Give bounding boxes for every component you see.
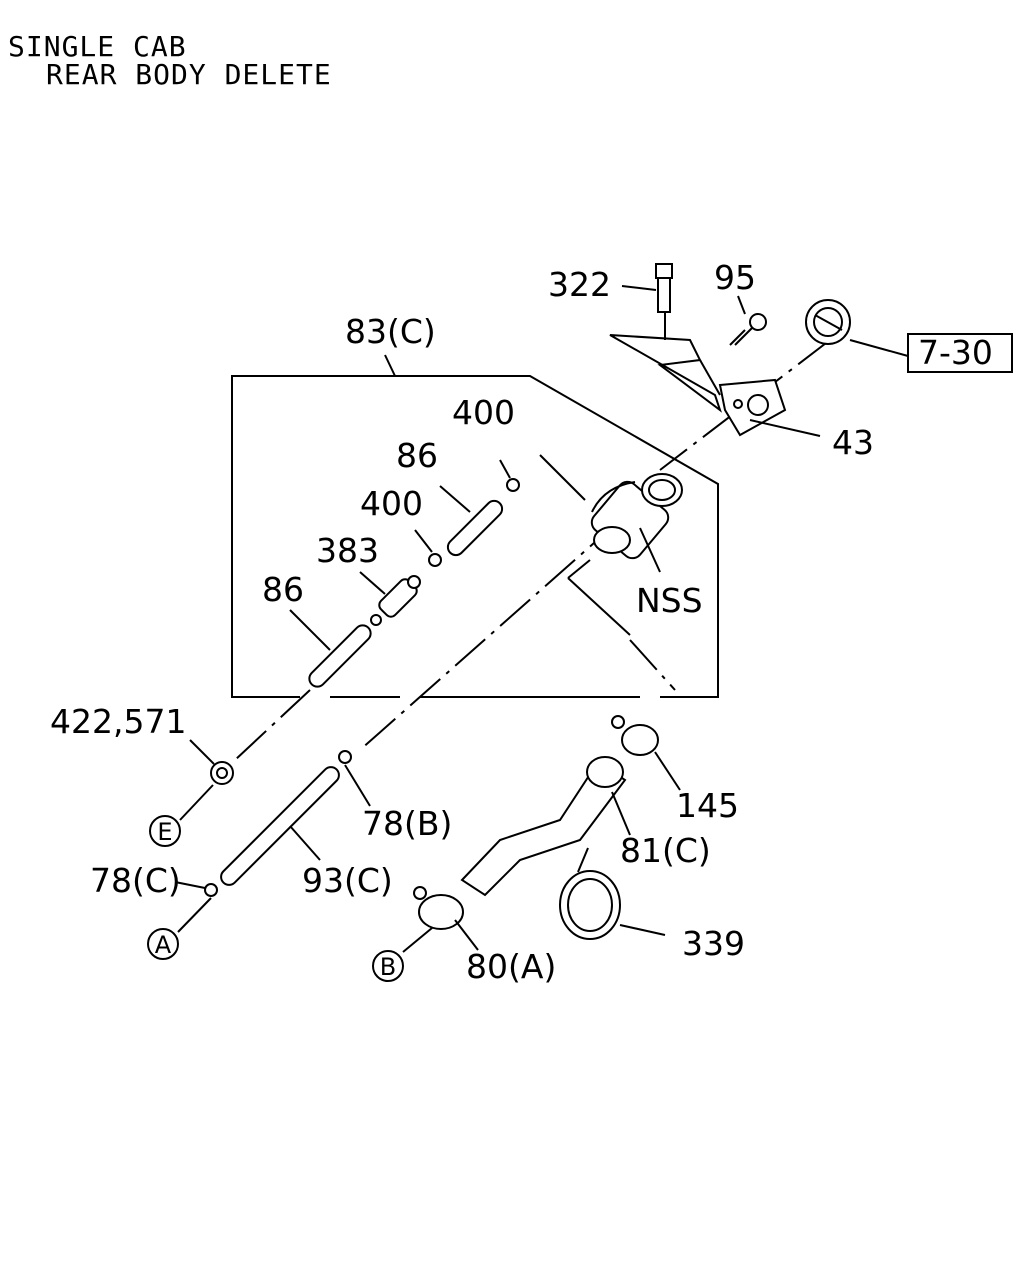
hose-93c bbox=[220, 766, 340, 886]
callout-383: 383 bbox=[316, 531, 379, 570]
assembly-bracket-83c bbox=[231, 354, 719, 698]
center-lines bbox=[234, 339, 831, 761]
callout-400-lower: 400 bbox=[360, 484, 423, 523]
ref-box-7-30 bbox=[907, 333, 1013, 373]
callout-43: 43 bbox=[832, 423, 874, 462]
connector-e: E bbox=[149, 815, 181, 847]
connector-e-label: E bbox=[157, 818, 172, 846]
callout-145: 145 bbox=[676, 786, 739, 825]
hose-86-upper bbox=[446, 499, 504, 557]
callout-95: 95 bbox=[714, 258, 756, 297]
clamp-339 bbox=[559, 847, 621, 940]
clamp-145 bbox=[611, 715, 659, 756]
callout-422-571: 422,571 bbox=[50, 702, 186, 741]
clip-78c bbox=[204, 883, 218, 897]
connector-a-label: A bbox=[155, 931, 172, 959]
diagram-title-line1: SINGLE CAB bbox=[8, 30, 187, 63]
hose-81c bbox=[460, 756, 627, 897]
grommet-422-571 bbox=[210, 761, 234, 785]
fuel-cap bbox=[805, 299, 851, 345]
clip-78b bbox=[338, 750, 352, 764]
leader-lines bbox=[174, 285, 909, 953]
callout-78b: 78(B) bbox=[362, 804, 452, 843]
callout-83c: 83(C) bbox=[345, 312, 436, 351]
callout-81c: 81(C) bbox=[620, 831, 711, 870]
clip-400-lower bbox=[428, 553, 442, 567]
connector-b: B bbox=[372, 950, 404, 982]
callout-78c: 78(C) bbox=[90, 861, 181, 900]
diagram-title-line2: REAR BODY DELETE bbox=[46, 58, 332, 91]
filler-neck-nss bbox=[539, 454, 683, 636]
bolt-322 bbox=[655, 263, 673, 340]
connector-b-label: B bbox=[380, 953, 396, 981]
callout-7-30: 7-30 bbox=[918, 333, 993, 372]
callout-86-upper: 86 bbox=[396, 436, 438, 475]
valve-383 bbox=[370, 575, 421, 626]
callout-93c: 93(C) bbox=[302, 861, 393, 900]
callout-80a: 80(A) bbox=[466, 947, 556, 986]
callout-400-upper: 400 bbox=[452, 393, 515, 432]
screw-95 bbox=[729, 313, 767, 346]
bracket-43 bbox=[609, 334, 787, 437]
callout-339: 339 bbox=[682, 924, 745, 963]
hose-86-lower bbox=[308, 624, 372, 688]
clip-400-upper bbox=[506, 478, 520, 492]
callout-322: 322 bbox=[548, 265, 611, 304]
connector-a: A bbox=[147, 928, 179, 960]
callout-86-lower: 86 bbox=[262, 570, 304, 609]
callout-nss: NSS bbox=[636, 581, 703, 620]
clamp-80a bbox=[413, 886, 464, 930]
